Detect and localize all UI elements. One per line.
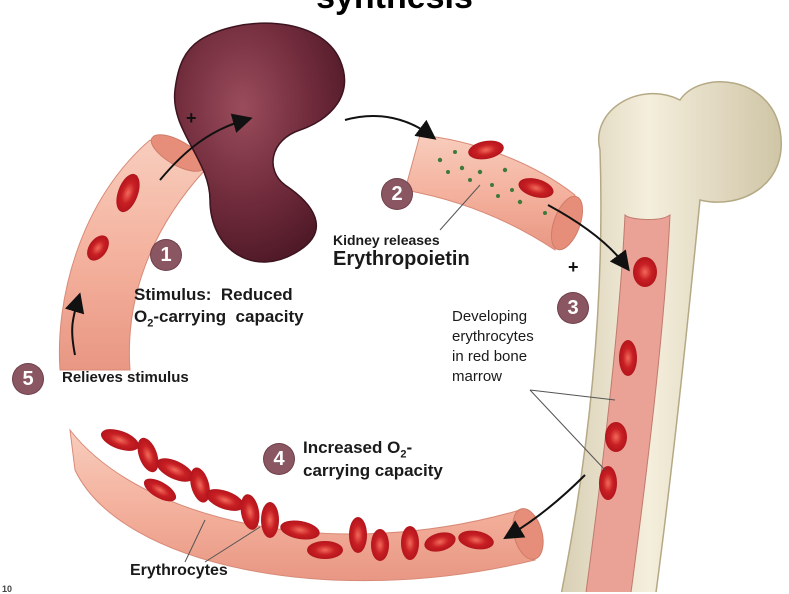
step-badge-2: 2 (382, 179, 412, 209)
diagram-title: synthesis (0, 0, 789, 17)
step-4-line-1: Increased O2- (303, 438, 412, 460)
femur-bone (560, 82, 781, 592)
rbc (261, 502, 279, 538)
step-3-line-2: erythrocytes (452, 328, 534, 345)
rbc (307, 541, 343, 559)
rbc (98, 425, 142, 456)
rbc (619, 340, 637, 376)
step-3-line-1: Developing (452, 308, 527, 325)
step-2-line-2: Erythropoietin (333, 248, 470, 271)
step-3-line-3: in red bone (452, 348, 527, 365)
step-1-line-2: O2-carrying capacity (134, 307, 304, 329)
plus-sign-kidney: + (186, 108, 197, 129)
rbc (633, 257, 657, 287)
o2-symbol: O (134, 307, 147, 326)
increased-o2-text: Increased O (303, 438, 400, 457)
arrow-kidney-to-vessel (345, 116, 430, 135)
erythrocytes-label: Erythrocytes (130, 562, 228, 580)
rbc (133, 435, 162, 475)
rbc (401, 526, 419, 560)
carrying-capacity-text: -carrying capacity (153, 307, 303, 326)
rbc (599, 466, 617, 500)
plus-sign-bone: + (568, 257, 579, 278)
step-badge-1: 1 (151, 240, 181, 270)
step-4-line-2: carrying capacity (303, 461, 443, 481)
step-3-line-4: marrow (452, 368, 502, 385)
step-1-line-1: Stimulus: Reduced (134, 285, 293, 305)
step-badge-3: 3 (558, 293, 588, 323)
step-2-line-1: Kidney releases (333, 232, 440, 248)
rbc (605, 422, 627, 452)
rbc (371, 529, 389, 561)
step-badge-5: 5 (13, 364, 43, 394)
step-badge-4: 4 (264, 444, 294, 474)
page-number: 10 (2, 584, 12, 594)
step-5-text: Relieves stimulus (62, 369, 189, 386)
rbc (349, 517, 367, 553)
dash-text: - (406, 438, 412, 457)
